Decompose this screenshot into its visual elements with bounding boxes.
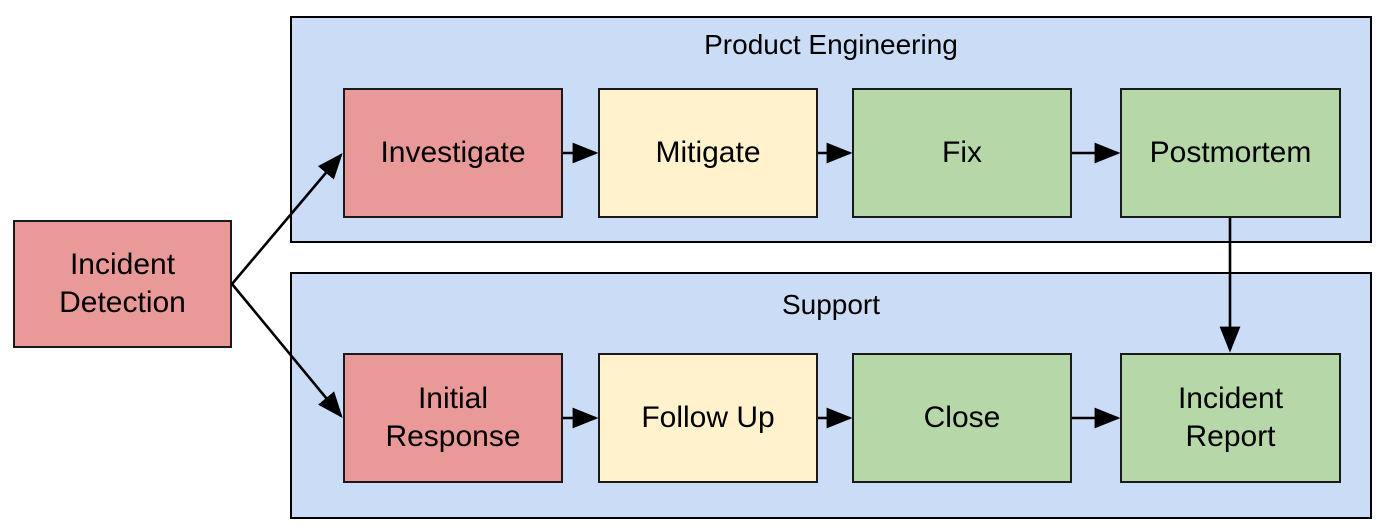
node-close[interactable]: Close [852, 353, 1072, 483]
node-investigate[interactable]: Investigate [343, 88, 563, 218]
node-postmortem[interactable]: Postmortem [1120, 88, 1341, 218]
node-incident-report[interactable]: Incident Report [1120, 353, 1341, 483]
node-initial-response[interactable]: Initial Response [343, 353, 563, 483]
swimlane-title-product-engineering: Product Engineering [704, 29, 958, 60]
node-mitigate[interactable]: Mitigate [598, 88, 818, 218]
node-fix[interactable]: Fix [852, 88, 1072, 218]
swimlane-title-support: Support [781, 289, 881, 320]
node-incident-detection[interactable]: Incident Detection [13, 220, 232, 348]
node-follow-up[interactable]: Follow Up [598, 353, 818, 483]
